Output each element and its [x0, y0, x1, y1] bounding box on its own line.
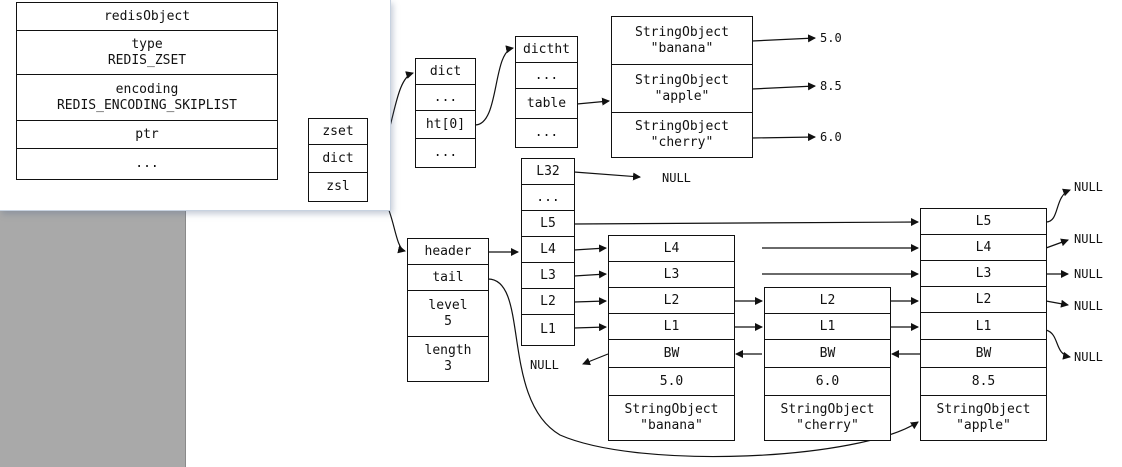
- skiplist-header-field: header: [407, 238, 489, 266]
- redis-object-encoding: encoding REDIS_ENCODING_SKIPLIST: [16, 74, 278, 122]
- header-level-l4: L4: [521, 236, 575, 264]
- arrow-table-to-entries: [576, 97, 610, 106]
- node-banana-l3: L3: [608, 261, 735, 289]
- arrow-header-l5: [573, 218, 919, 227]
- arrow-header-l2: [573, 297, 607, 306]
- header-level-l2: L2: [521, 288, 575, 316]
- dict-row-1: ...: [415, 84, 476, 112]
- dictht-row-1: ...: [515, 62, 578, 90]
- header-level-l1: L1: [521, 314, 575, 346]
- dictht-row-3: ...: [515, 118, 578, 148]
- header-level-l32: L32: [521, 158, 575, 186]
- skiplist-tail-field: tail: [407, 264, 489, 292]
- node-banana-object: StringObject "banana": [608, 395, 735, 441]
- node-banana-l2: L2: [608, 287, 735, 315]
- arrow-header-l1: [573, 323, 607, 332]
- node-apple-l1: L1: [920, 312, 1047, 341]
- header-level-l5: L5: [521, 210, 575, 238]
- null-label-apple-l5: NULL: [1074, 180, 1103, 194]
- null-label-backward: NULL: [530, 358, 559, 372]
- arrow-cherry-score: [751, 133, 816, 142]
- zset-dict-field: dict: [308, 144, 368, 174]
- skiplist-level-field: level 5: [407, 290, 489, 338]
- zset-zsl-field: zsl: [308, 172, 368, 202]
- arrow-apple-score: [751, 82, 816, 91]
- arrow-apple-l2-null: [1045, 299, 1069, 308]
- null-label-apple-l2: NULL: [1074, 299, 1103, 313]
- node-banana-backward: BW: [608, 339, 735, 369]
- arrow-l32-null: [573, 171, 641, 181]
- arrow-banana-score: [751, 34, 816, 43]
- zset-title: zset: [308, 118, 368, 146]
- dict-entry-banana: StringObject "banana": [611, 16, 753, 66]
- redis-object-type: type REDIS_ZSET: [16, 30, 278, 76]
- arrow-header-l4: [573, 244, 607, 253]
- arrow-apple-l1-null: [1045, 329, 1071, 360]
- cropped-caption-fragment: [760, 0, 840, 4]
- node-apple-backward: BW: [920, 339, 1047, 369]
- node-apple-l3: L3: [920, 260, 1047, 288]
- node-banana-l4: L4: [608, 235, 735, 263]
- node-apple-score: 8.5: [920, 367, 1047, 397]
- header-level-ellipsis: ...: [521, 184, 575, 212]
- node-cherry-backward: BW: [764, 339, 891, 369]
- dict-title: dict: [415, 58, 476, 86]
- dict-score-cherry: 6.0: [820, 130, 842, 144]
- arrow-apple-l4-null: [1045, 238, 1069, 249]
- arrow-tail-to-apple: [487, 278, 919, 458]
- null-label-apple-l4: NULL: [1074, 232, 1103, 246]
- dict-row-3: ...: [415, 138, 476, 168]
- node-cherry-score: 6.0: [764, 367, 891, 397]
- arrow-header-l3: [573, 270, 607, 279]
- arrow-ht-to-dictht: [474, 45, 514, 126]
- skiplist-length-field: length 3: [407, 336, 489, 382]
- dictht-title: dictht: [515, 36, 578, 64]
- arrow-banana-bw-null: [582, 353, 609, 366]
- node-apple-l2: L2: [920, 286, 1047, 314]
- node-cherry-l1: L1: [764, 313, 891, 341]
- node-banana-l1: L1: [608, 313, 735, 341]
- redis-object-ptr: ptr: [16, 120, 278, 150]
- null-label-apple-l3: NULL: [1074, 267, 1103, 281]
- dict-ht-field: ht[0]: [415, 110, 476, 140]
- dict-score-apple: 8.5: [820, 79, 842, 93]
- node-banana-score: 5.0: [608, 367, 735, 397]
- node-apple-object: StringObject "apple": [920, 395, 1047, 441]
- dict-entry-apple: StringObject "apple": [611, 64, 753, 114]
- node-apple-l4: L4: [920, 234, 1047, 262]
- header-level-l3: L3: [521, 262, 575, 290]
- node-cherry-object: StringObject "cherry": [764, 395, 891, 441]
- gray-background-band: [0, 200, 186, 467]
- redis-object-more: ...: [16, 148, 278, 180]
- null-label-l32: NULL: [662, 171, 691, 185]
- node-apple-l5: L5: [920, 208, 1047, 236]
- dict-score-banana: 5.0: [820, 31, 842, 45]
- dict-entry-cherry: StringObject "cherry": [611, 112, 753, 158]
- redis-object-title: redisObject: [16, 2, 278, 32]
- dictht-table-field: table: [515, 88, 578, 120]
- arrow-apple-l5-null: [1045, 188, 1071, 223]
- null-label-apple-l1: NULL: [1074, 350, 1103, 364]
- node-cherry-l2: L2: [764, 287, 891, 315]
